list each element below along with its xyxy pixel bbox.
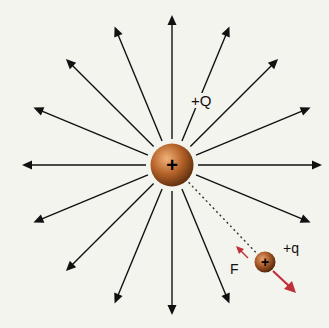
charge-sphere: ++Q — [150, 143, 194, 187]
field-arrowhead — [221, 26, 229, 37]
charge-sphere: ++q — [254, 251, 276, 273]
field-arrowhead — [33, 214, 44, 222]
field-arrowhead — [33, 107, 44, 115]
field-line — [28, 164, 146, 165]
dotted-connector — [189, 182, 256, 252]
field-line — [196, 175, 305, 220]
field-line — [171, 21, 172, 139]
field-line — [117, 189, 162, 298]
field-line — [182, 32, 227, 141]
charge-sign: + — [261, 255, 269, 269]
field-arrowhead — [66, 59, 76, 69]
field-line — [117, 32, 162, 141]
field-arrowhead — [114, 26, 122, 37]
field-arrowhead — [268, 59, 278, 69]
field-line — [198, 164, 316, 165]
field-line — [182, 189, 227, 298]
field-arrowhead — [300, 107, 311, 115]
charge-label: +Q — [190, 93, 212, 108]
field-arrowhead — [114, 293, 122, 304]
field-line — [70, 63, 153, 146]
field-arrowhead — [168, 15, 177, 25]
field-arrowhead — [300, 214, 311, 222]
field-line — [190, 63, 273, 146]
field-line — [196, 110, 305, 155]
charge-label: +q — [282, 241, 300, 255]
field-arrowhead — [168, 305, 177, 315]
field-arrowhead — [221, 293, 229, 304]
field-arrowhead — [312, 161, 322, 170]
field-line — [70, 183, 153, 266]
force-label: F — [229, 262, 240, 276]
field-arrowhead — [66, 261, 76, 271]
field-line — [39, 175, 148, 220]
charge-sign: + — [166, 155, 178, 175]
field-line — [39, 110, 148, 155]
field-arrowhead — [22, 161, 32, 170]
field-line — [171, 191, 172, 309]
